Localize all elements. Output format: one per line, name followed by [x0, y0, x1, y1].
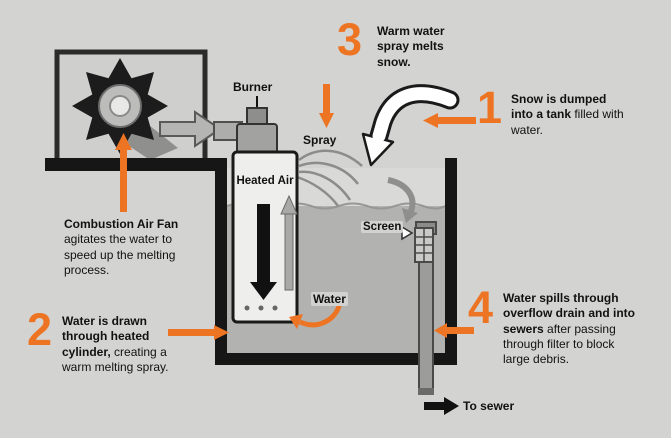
to-sewer-arrow-icon [424, 397, 459, 415]
water-label: Water [311, 292, 348, 306]
screen-filter-icon [414, 227, 434, 263]
fan-hub-center [109, 95, 131, 117]
step1-text-bold: Snow is dumped into a tank [511, 92, 607, 122]
heated-air-label: Heated Air [236, 175, 294, 187]
spray-arcs-icon [296, 149, 363, 207]
snow-dump-arrow-icon [361, 84, 460, 167]
overflow-flow-arrowhead [402, 208, 418, 223]
step4-arrow-icon [434, 323, 474, 338]
to-sewer-label: To sewer [463, 399, 515, 413]
step3-text: Warm water spray melts snow. [377, 24, 461, 70]
step1-text-rest: filled with water. [511, 107, 624, 137]
updraft-arrow-shaft [284, 211, 294, 291]
cylinder-hole [244, 305, 250, 311]
platform [45, 158, 218, 171]
step4-text: Water spills through overflow drain and … [503, 291, 637, 368]
step4-text-rest: after passing through filter to block la… [503, 321, 616, 367]
step2-text: Water is drawn through heated cylinder, … [62, 314, 178, 375]
step2-number: 2 [27, 304, 52, 355]
cylinder-hole [258, 305, 264, 311]
step2-arrow-icon [168, 325, 229, 340]
spray-label: Spray [303, 133, 337, 147]
overflow-flow-arrow-icon [387, 177, 416, 213]
step4-text-bold: Water spills through overflow drain and … [503, 291, 636, 336]
step3-text-bold: Warm water spray melts snow. [377, 24, 445, 69]
tank-right-wall [445, 158, 457, 365]
step1-number: 1 [477, 82, 502, 133]
fan-caption: Combustion Air Fan agitates the water to… [64, 217, 182, 278]
step2-text-bold: Water is drawn through heated cylinder, [62, 314, 150, 359]
cylinder-hole [272, 305, 278, 311]
step1-text: Snow is dumped into a tank filled with w… [511, 92, 629, 138]
fan-pointer-arrow-icon [115, 133, 132, 212]
fan-caption-rest: agitates the water to speed up the melti… [64, 232, 176, 278]
step3-number: 3 [337, 14, 362, 65]
drain-outlet [418, 388, 434, 395]
step3-arrow-icon [319, 84, 334, 128]
updraft-arrow-icon [280, 194, 298, 215]
step4-number: 4 [468, 282, 493, 333]
screen-pointer-icon [401, 225, 414, 241]
heated-air-arrow-shaft [257, 204, 270, 282]
tank-left-wall [215, 158, 227, 365]
water-flow-arrow-icon [289, 302, 343, 329]
tank-bottom [215, 353, 457, 365]
fan-caption-bold: Combustion Air Fan [64, 217, 179, 231]
airflow-arrow-icon [159, 110, 222, 148]
heated-air-arrow-icon [250, 282, 277, 300]
step2-text-rest: creating a warm melting spray. [62, 344, 169, 375]
burner-label: Burner [233, 80, 273, 94]
step1-arrow-icon [423, 113, 476, 128]
screen-label: Screen [361, 221, 404, 233]
